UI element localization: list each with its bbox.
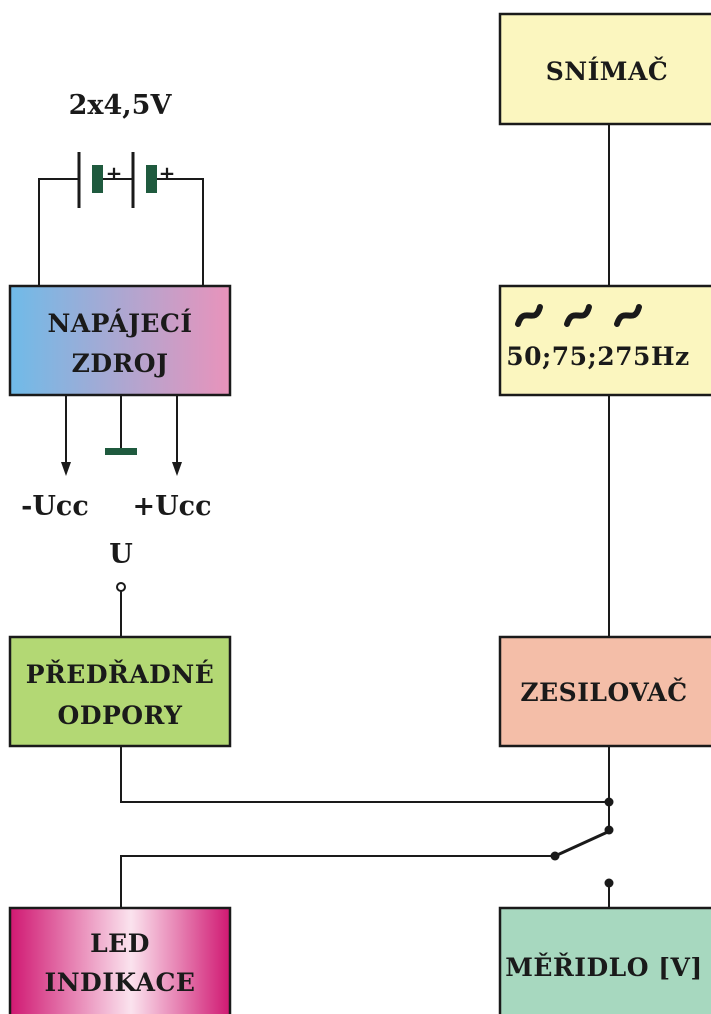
amplifier-block: ZESILOVAČ xyxy=(498,635,711,748)
led-feed-wire xyxy=(120,855,555,908)
filter-frequency-label: 50;75;275Hz xyxy=(506,342,690,371)
meter-box xyxy=(498,906,711,1014)
switch-contact-left xyxy=(550,851,560,861)
plus-ucc-arrow-icon xyxy=(172,462,182,476)
wave-icon-1 xyxy=(515,304,543,327)
sensor-label: SNÍMAČ xyxy=(546,57,669,86)
meter-label: MĚŘIDLO [V] xyxy=(505,953,703,982)
wave-icon-3 xyxy=(614,304,642,327)
ground-icon xyxy=(105,448,137,455)
amplifier-box xyxy=(498,635,711,748)
filter-box xyxy=(498,284,711,397)
led-indicator-label-2: INDIKACE xyxy=(45,968,196,997)
minus-ucc-arrow-icon xyxy=(61,462,71,476)
battery-cell1-short-plate xyxy=(92,165,103,193)
battery-cell2-short-plate xyxy=(146,165,157,193)
switch-lever xyxy=(554,828,613,858)
power-supply-block: NAPÁJECÍ ZDROJ xyxy=(8,284,232,397)
meter-block: MĚŘIDLO [V] xyxy=(498,906,711,1014)
led-indicator-label-1: LED xyxy=(90,929,150,958)
series-resistors-block: PŘEDŘADNÉ ODPORY xyxy=(8,635,232,748)
battery-right-wire xyxy=(157,178,204,286)
plus-ucc-label: +Ucc xyxy=(132,491,211,522)
switch-network xyxy=(120,746,614,908)
supply-outputs: -Ucc +Ucc xyxy=(21,395,212,522)
series-resistors-label-2: ODPORY xyxy=(58,701,184,730)
voltage-terminal-label: U xyxy=(109,539,133,570)
power-supply-label-2: ZDROJ xyxy=(72,349,169,378)
power-supply-label-1: NAPÁJECÍ xyxy=(47,309,192,338)
filter-block: 50;75;275Hz xyxy=(498,284,711,397)
amplifier-label: ZESILOVAČ xyxy=(520,678,687,707)
led-indicator-block: LED INDIKACE xyxy=(8,906,232,1014)
voltage-terminal: U xyxy=(109,539,133,637)
battery-cell1-plus: + xyxy=(106,161,123,185)
wave-icon-2 xyxy=(564,304,592,327)
battery: 2x4,5V + + xyxy=(69,90,176,208)
led-indicator-box xyxy=(8,906,232,1014)
resistors-bus-wire xyxy=(120,746,609,803)
minus-ucc-label: -Ucc xyxy=(21,491,89,522)
supply-wires xyxy=(38,178,204,286)
battery-left-wire xyxy=(38,178,79,286)
series-resistors-label-1: PŘEDŘADNÉ xyxy=(26,660,215,689)
sensor-box xyxy=(498,12,711,126)
battery-cell2-plus: + xyxy=(159,161,176,185)
power-supply-box xyxy=(8,284,232,397)
terminal-circle-icon xyxy=(116,582,126,592)
sensor-block: SNÍMAČ xyxy=(498,12,711,126)
battery-label: 2x4,5V xyxy=(69,90,173,121)
